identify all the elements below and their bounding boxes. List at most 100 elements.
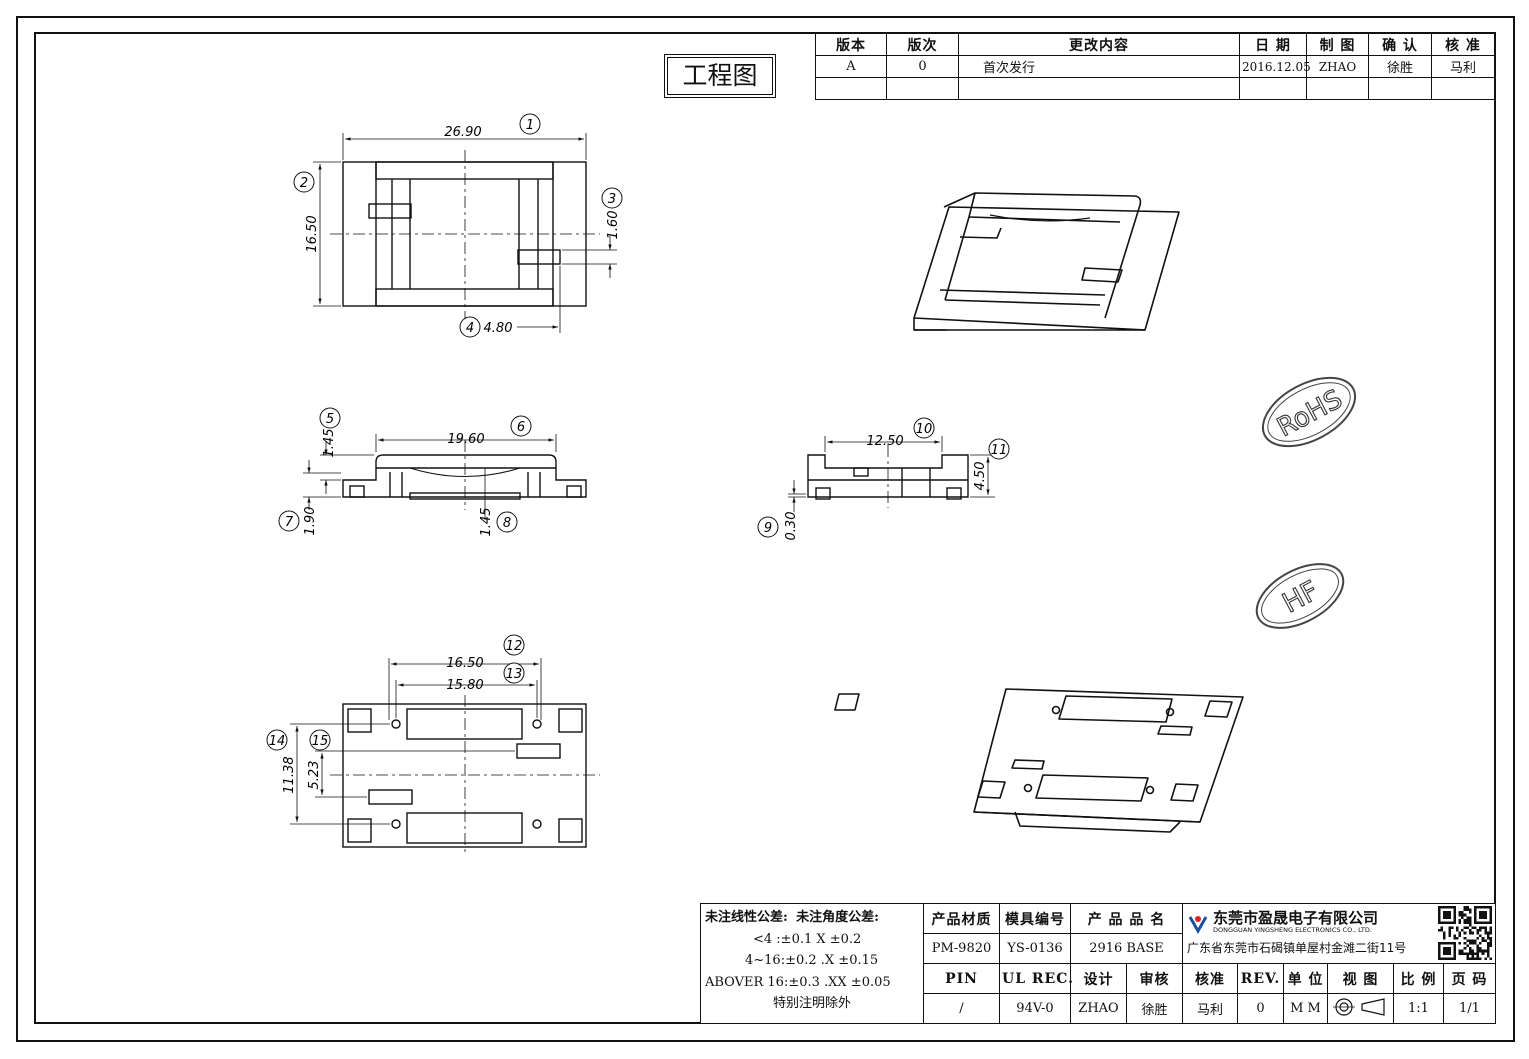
- dim-bottom-span-inner: 15.80: [446, 678, 483, 693]
- balloon-13: 13: [503, 662, 525, 684]
- balloon-label: 5: [326, 412, 334, 427]
- company-logo-icon: [1188, 915, 1208, 934]
- drawing-title: 工程图: [664, 54, 776, 98]
- tb-pin: /: [923, 993, 1000, 1024]
- tb-rev: 0: [1237, 993, 1284, 1024]
- dim-top-height: 16.50: [305, 215, 320, 252]
- rev-version: A: [815, 55, 887, 78]
- end-view: [807, 445, 969, 508]
- rev-header-confirm: 确 认: [1368, 33, 1432, 56]
- tb-material: PM-9820: [923, 933, 1000, 964]
- tb-mold: YS-0136: [999, 933, 1071, 964]
- balloon-label: 6: [517, 420, 525, 435]
- dim-side-total: 1.90: [303, 507, 318, 536]
- dim-side-step: 1.45: [322, 429, 337, 458]
- qr-code-icon: [1438, 906, 1492, 960]
- tb-page: 1/1: [1443, 993, 1496, 1024]
- tb-header-page: 页 码: [1443, 963, 1496, 994]
- tb-header-approve: 核准: [1182, 963, 1238, 994]
- tolerance-notes: 未注线性公差: 未注角度公差: <4 :±0.1 X ±0.2 4~16:±0.…: [700, 903, 924, 1024]
- tb-header-design: 设计: [1070, 963, 1127, 994]
- balloon-8: 8: [496, 511, 518, 533]
- dim-side-span: 19.60: [447, 432, 484, 447]
- tb-view: [1327, 993, 1394, 1024]
- balloon-15: 15: [309, 729, 331, 751]
- bottom-view: [330, 695, 600, 855]
- dim-bottom-span-outer: 16.50: [446, 656, 483, 671]
- tb-name: 2916 BASE: [1070, 933, 1183, 964]
- rohs-text: RoHS: [1272, 384, 1347, 443]
- balloon-label: 2: [300, 176, 308, 191]
- rev-header-date: 日 期: [1239, 33, 1307, 56]
- company-address: 广东省东莞市石碣镇单屋村金滩二街11号: [1187, 940, 1407, 955]
- dim-side-bottom: 1.45: [479, 508, 494, 537]
- tb-unit: M M: [1283, 993, 1328, 1024]
- balloon-label: 11: [991, 443, 1008, 458]
- end-view-dimensions: [788, 436, 995, 512]
- iso-view-top: [913, 192, 1180, 331]
- dim-end-base: 0.30: [784, 512, 799, 541]
- dim-top-offset: 4.80: [484, 321, 513, 336]
- balloon-9: 9: [757, 516, 779, 538]
- rev-header-edition: 版次: [886, 33, 959, 56]
- projection-symbol-icon: [1332, 997, 1385, 1016]
- bottom-view-dimensions: [290, 658, 542, 825]
- rohs-mark: RoHS: [1261, 376, 1357, 448]
- balloon-label: 10: [916, 422, 933, 437]
- balloon-10: 10: [913, 417, 935, 439]
- balloon-1: 1: [519, 113, 541, 135]
- tb-review: 徐胜: [1126, 993, 1183, 1024]
- balloon-label: 3: [608, 192, 616, 207]
- tol-line-1: <4 :±0.1 X ±0.2: [753, 931, 862, 947]
- side-view: [342, 440, 587, 510]
- company-name-en: DONGGUAN YINGSHENG ELECTRONICS CO., LTD.: [1213, 925, 1372, 934]
- tb-header-pin: PIN: [923, 963, 1000, 994]
- tb-ul: 94V-0: [999, 993, 1071, 1024]
- balloon-label: 13: [506, 667, 523, 682]
- balloon-2: 2: [293, 171, 315, 193]
- top-view-dimensions: [313, 133, 617, 333]
- table-row: A 0 首次发行 2016.12.05 ZHAO 徐胜 马利: [815, 55, 1495, 78]
- balloon-label: 12: [506, 639, 523, 654]
- iso-view-bottom: [834, 688, 1244, 833]
- table-row: [815, 77, 1495, 100]
- balloon-5: 5: [319, 407, 341, 429]
- tol-line-3: ABOVER 16:±0.3 .XX ±0.05: [705, 974, 891, 990]
- balloon-12: 12: [503, 634, 525, 656]
- tol-angle-label: 未注角度公差:: [796, 910, 879, 925]
- dim-bottom-offset: 5.23: [307, 761, 322, 790]
- company-name-cn: 东莞市盈晟电子有限公司: [1213, 908, 1379, 927]
- rev-drawn: ZHAO: [1306, 55, 1369, 78]
- balloon-11: 11: [988, 438, 1010, 460]
- balloon-3: 3: [601, 187, 623, 209]
- tb-header-view: 视 图: [1327, 963, 1394, 994]
- rev-header-change: 更改内容: [958, 33, 1240, 56]
- company-block: 东莞市盈晟电子有限公司 DONGGUAN YINGSHENG ELECTRONI…: [1182, 903, 1496, 964]
- tb-header-rev: REV.: [1237, 963, 1284, 994]
- tb-design: ZHAO: [1070, 993, 1127, 1024]
- balloon-label: 4: [466, 321, 474, 336]
- tol-note: 特别注明除外: [772, 996, 851, 1011]
- tb-header-review: 审核: [1126, 963, 1183, 994]
- rev-approve: 马利: [1431, 55, 1495, 78]
- balloon-4: 4: [459, 316, 481, 338]
- tb-approve: 马利: [1182, 993, 1238, 1024]
- title-block: 未注线性公差: 未注角度公差: <4 :±0.1 X ±0.2 4~16:±0.…: [700, 903, 1496, 1024]
- side-view-dimensions: [303, 434, 557, 520]
- dim-end-height: 4.50: [973, 462, 988, 491]
- balloon-label: 8: [503, 516, 511, 531]
- dim-bottom-height: 11.38: [282, 756, 297, 793]
- tb-scale: 1:1: [1393, 993, 1444, 1024]
- tb-header-material: 产品材质: [923, 903, 1000, 934]
- hf-mark: HF: [1255, 563, 1345, 629]
- balloon-label: 7: [285, 515, 294, 530]
- rev-header-version: 版本: [815, 33, 887, 56]
- rev-header-approve: 核 准: [1431, 33, 1495, 56]
- tol-line-2: 4~16:±0.2 .X ±0.15: [745, 953, 879, 968]
- tb-header-ul: UL REC.: [999, 963, 1073, 994]
- outer-border: [16, 16, 1515, 1042]
- tb-header-mold: 模具编号: [999, 903, 1071, 934]
- tb-header-scale: 比 例: [1393, 963, 1444, 994]
- rev-confirm: 徐胜: [1368, 55, 1432, 78]
